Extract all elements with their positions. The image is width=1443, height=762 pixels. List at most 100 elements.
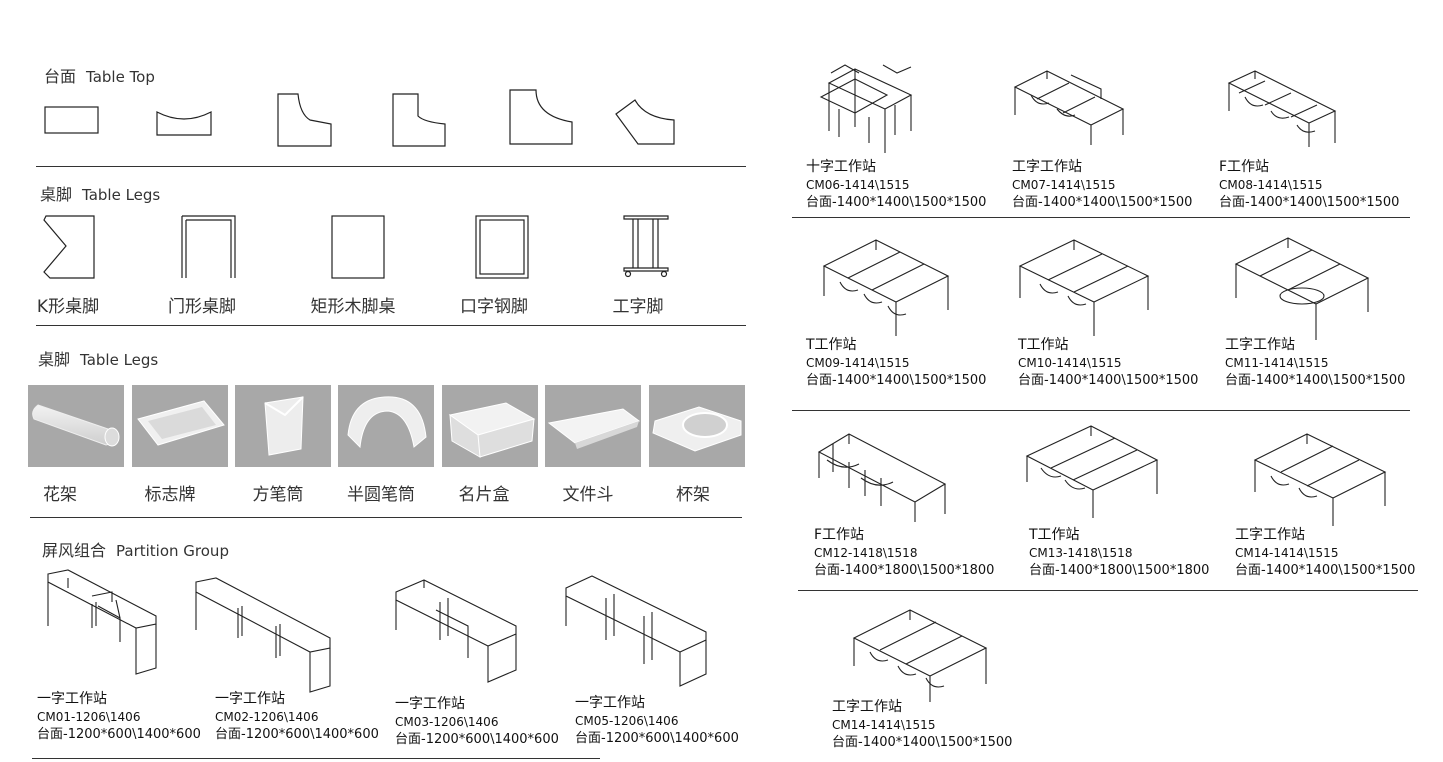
workstation-item-cm07: 工字工作站 CM07-1414\1515 台面-1400*1400\1500*1… xyxy=(1012,158,1192,212)
item-code: CM09-1414\1515 xyxy=(806,356,910,370)
item-dims: 台面-1400*1400\1500*1500 xyxy=(832,735,1013,750)
workstation-cm14a-drawing xyxy=(1253,433,1387,526)
leg-label-square-steel: 口字钢脚 xyxy=(460,297,528,317)
item-title: 一字工作站 xyxy=(395,696,465,712)
workstation-cm05-drawing xyxy=(565,575,707,687)
partition-item-cm05: 一字工作站 CM05-1206\1406 台面-1200*600\1400*60… xyxy=(575,694,739,748)
item-title: T工作站 xyxy=(806,337,857,353)
tabletop-angled xyxy=(615,99,675,145)
workstation-row2-drawings xyxy=(822,237,1370,340)
item-code: CM11-1414\1515 xyxy=(1225,356,1329,370)
item-code: CM08-1414\1515 xyxy=(1219,178,1323,192)
item-title: 十字工作站 xyxy=(806,159,876,175)
item-dims: 台面-1400*1400\1500*1500 xyxy=(806,195,987,210)
workstation-cm06-drawing xyxy=(819,64,913,153)
accessory-photo-sign xyxy=(132,385,228,467)
accessory-label-file-tray: 文件斗 xyxy=(562,485,614,505)
section-title-table-top: 台面 Table Top xyxy=(44,63,155,87)
workstation-row4-drawings xyxy=(852,609,988,702)
item-dims: 台面-1400*1400\1500*1500 xyxy=(1018,373,1199,388)
item-dims: 台面-1400*1800\1500*1800 xyxy=(1029,563,1210,578)
section-title-cn: 桌脚 xyxy=(38,350,71,369)
workstation-cm09-drawing xyxy=(822,239,950,336)
item-title: 工字工作站 xyxy=(1012,159,1082,175)
tabletop-curved xyxy=(156,111,212,136)
leg-label-door: 门形桌脚 xyxy=(168,297,236,317)
item-title: 一字工作站 xyxy=(215,691,285,707)
item-dims: 台面-1200*600\1400*600 xyxy=(395,732,559,747)
item-dims: 台面-1200*600\1400*600 xyxy=(575,731,739,746)
item-title: 工字工作站 xyxy=(1225,337,1295,353)
accessory-photo-planter xyxy=(28,385,124,467)
divider xyxy=(36,325,746,326)
workstation-cm14b-drawing xyxy=(852,609,988,702)
workstation-cm08-drawing xyxy=(1227,70,1337,147)
item-code: CM01-1206\1406 xyxy=(37,710,141,724)
accessory-label-planter: 花架 xyxy=(43,485,77,505)
workstation-item-cm06: 十字工作站 CM06-1414\1515 台面-1400*1400\1500*1… xyxy=(806,158,986,212)
table-legs-drawings xyxy=(43,215,669,279)
tabletop-l-curve xyxy=(509,89,573,145)
item-title: T工作站 xyxy=(1018,337,1069,353)
item-code: CM02-1206\1406 xyxy=(215,710,319,724)
accessory-label-sign: 标志牌 xyxy=(144,485,196,505)
workstation-item-cm10: T工作站 CM10-1414\1515 台面-1400*1400\1500*15… xyxy=(1018,336,1198,390)
section-title-cn: 屏风组合 xyxy=(42,541,107,560)
accessory-photo-half-round xyxy=(338,385,434,467)
table-top-shapes xyxy=(44,89,675,147)
workstation-item-cm13: T工作站 CM13-1418\1518 台面-1400*1800\1500*18… xyxy=(1029,526,1209,580)
workstation-row3-drawings xyxy=(817,425,1387,526)
item-dims: 台面-1200*600\1400*600 xyxy=(215,727,379,742)
workstation-cm11-drawing xyxy=(1234,237,1370,340)
section-title-en: Table Legs xyxy=(80,351,159,369)
item-code: CM05-1206\1406 xyxy=(575,714,679,728)
item-code: CM03-1206\1406 xyxy=(395,715,499,729)
partition-item-cm02: 一字工作站 CM02-1206\1406 台面-1200*600\1400*60… xyxy=(215,690,379,744)
item-dims: 台面-1400*1400\1500*1500 xyxy=(1235,563,1416,578)
workstation-cm12-drawing xyxy=(817,433,947,522)
item-code: CM13-1418\1518 xyxy=(1029,546,1133,560)
accessory-photo-card-box xyxy=(442,385,538,467)
accessory-photo-file-tray xyxy=(545,385,641,467)
rect-wood-leg-drawing xyxy=(331,215,385,279)
divider xyxy=(792,410,1410,411)
workstation-cm10-drawing xyxy=(1018,239,1150,336)
workstation-cm13-drawing xyxy=(1025,425,1159,518)
item-title: 一字工作站 xyxy=(37,691,107,707)
section-title-cn: 桌脚 xyxy=(40,185,73,204)
i-leg-drawing xyxy=(623,215,669,272)
workstation-item-cm14a: 工字工作站 CM14-1414\1515 台面-1400*1400\1500*1… xyxy=(1235,526,1415,580)
tabletop-l-corner xyxy=(392,93,446,147)
accessory-label-half-round: 半圆笔筒 xyxy=(347,485,415,505)
workstation-row1-drawings xyxy=(819,64,1337,153)
item-dims: 台面-1400*1400\1500*1500 xyxy=(1225,373,1406,388)
item-dims: 台面-1200*600\1400*600 xyxy=(37,727,201,742)
workstation-item-cm11: 工字工作站 CM11-1414\1515 台面-1400*1400\1500*1… xyxy=(1225,336,1405,390)
item-code: CM14-1414\1515 xyxy=(832,718,936,732)
accessory-label-card-box: 名片盒 xyxy=(458,485,510,505)
item-dims: 台面-1400*1400\1500*1500 xyxy=(806,373,987,388)
item-code: CM07-1414\1515 xyxy=(1012,178,1116,192)
section-title-accessories: 桌脚 Table Legs xyxy=(38,346,158,370)
section-title-cn: 台面 xyxy=(44,67,77,86)
item-code: CM12-1418\1518 xyxy=(814,546,918,560)
tabletop-l-shape xyxy=(277,93,332,147)
divider xyxy=(30,517,742,518)
item-title: F工作站 xyxy=(814,527,865,543)
leg-label-k: K形桌脚 xyxy=(36,297,100,317)
divider xyxy=(36,166,746,167)
item-title: 工字工作站 xyxy=(1235,527,1305,543)
k-leg-drawing xyxy=(43,215,95,279)
item-title: T工作站 xyxy=(1029,527,1080,543)
workstation-cm02-drawing xyxy=(195,577,331,693)
section-title-en: Table Top xyxy=(86,68,155,86)
tabletop-rectangle xyxy=(44,106,99,134)
item-title: 一字工作站 xyxy=(575,695,645,711)
section-title-en: Table Legs xyxy=(82,186,161,204)
workstation-item-cm09: T工作站 CM09-1414\1515 台面-1400*1400\1500*15… xyxy=(806,336,986,390)
divider xyxy=(792,217,1410,218)
partition-item-cm03: 一字工作站 CM03-1206\1406 台面-1200*600\1400*60… xyxy=(395,695,559,749)
workstation-cm07-drawing xyxy=(1013,70,1125,145)
workstation-cm03-drawing xyxy=(395,579,517,683)
